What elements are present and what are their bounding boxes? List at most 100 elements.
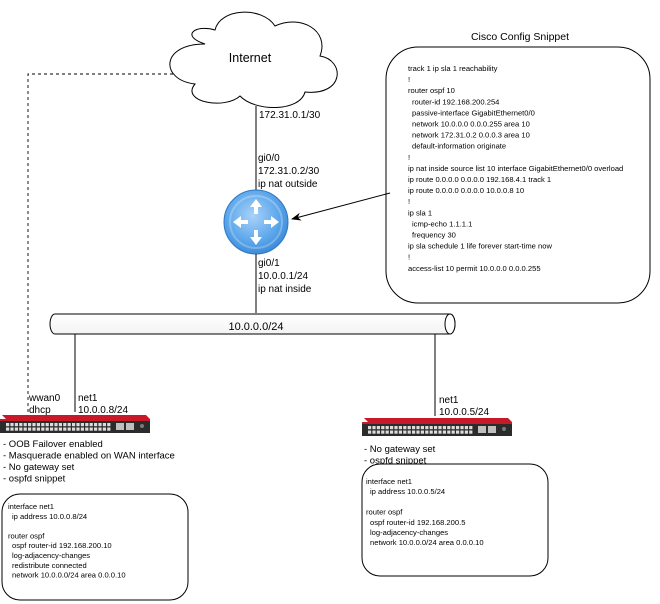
switch-port-icon: [451, 430, 455, 434]
cisco-config-line: !: [408, 75, 410, 84]
switch-port-icon: [381, 426, 385, 430]
right-snippet-line: network 10.0.0.0/24 area 0.0.0.10: [370, 538, 484, 547]
switch-port-icon: [80, 427, 84, 431]
switch-port-icon: [41, 423, 45, 427]
switch-port-icon: [460, 430, 464, 434]
left-console-server: [0, 415, 150, 433]
switch-port-icon: [368, 430, 372, 434]
switch-port-icon: [385, 426, 389, 430]
switch-port-icon: [94, 427, 98, 431]
switch-port-icon: [32, 427, 36, 431]
switch-port-icon: [425, 430, 429, 434]
switch-port-icon: [438, 426, 442, 430]
cisco-config-line: ip nat inside source list 10 interface G…: [408, 164, 623, 173]
switch-port-icon: [89, 423, 93, 427]
switch-port-icon: [394, 426, 398, 430]
cisco-config-line: track 1 ip sla 1 reachability: [408, 64, 498, 73]
switch-port-icon: [425, 426, 429, 430]
switch-port-icon: [14, 423, 18, 427]
switch-port-icon: [58, 423, 62, 427]
switch-port-icon: [398, 430, 402, 434]
cisco-config-line: frequency 30: [412, 231, 456, 240]
router-arrows-icon: [233, 199, 279, 245]
switch-port-icon: [447, 426, 451, 430]
right-net-labels: net1 10.0.0.5/24: [439, 395, 489, 418]
cisco-config-line: !: [408, 253, 410, 262]
cisco-config-line: icmp-echo 1.1.1.1: [412, 219, 472, 228]
switch-port-icon: [14, 427, 18, 431]
cisco-config-line: ip sla 1: [408, 208, 432, 217]
left-device-notes: - OOB Failover enabled- Masquerade enabl…: [3, 439, 175, 485]
switch-top-face: [2, 415, 150, 419]
switch-port-icon: [23, 427, 27, 431]
left-wwan-labels: wwan0 dhcp: [28, 393, 63, 416]
switch-port-icon: [54, 427, 58, 431]
switch-port-icon: [76, 427, 80, 431]
switch-port-icon: [398, 426, 402, 430]
router-outside-iface-labels: gi0/0 172.31.0.2/30 ip nat outside: [258, 153, 322, 190]
left-snippet-line: log-adjacency-changes: [12, 551, 90, 560]
cisco-config-line: passive-interface GigabitEthernet0/0: [412, 108, 535, 117]
left-snippet-line: network 10.0.0.0/24 area 0.0.0.10: [12, 571, 126, 580]
wwan-dashed-link: [27, 73, 173, 412]
switch-port-icon: [412, 430, 416, 434]
switch-led-icon: [502, 427, 506, 431]
left-note-line: - OOB Failover enabled: [3, 439, 103, 450]
switch-port-icon: [19, 423, 23, 427]
switch-port-icon: [429, 426, 433, 430]
switch-port-icon: [10, 427, 14, 431]
inside-iface-ip: 10.0.0.1/24: [258, 271, 308, 282]
inside-iface-nat: ip nat inside: [258, 284, 312, 295]
cisco-config-line: ip sla schedule 1 life forever start-tim…: [408, 242, 552, 251]
switch-port-icon: [45, 427, 49, 431]
right-snippet-line: router ospf: [366, 508, 403, 517]
switch-port-icon: [407, 430, 411, 434]
cisco-config-line: default-information originate: [412, 142, 506, 151]
switch-port-icon: [54, 423, 58, 427]
switch-port-icon: [434, 426, 438, 430]
left-note-line: - Masquerade enabled on WAN interface: [3, 451, 175, 462]
wwan-iface: wwan0: [28, 393, 61, 404]
switch-uplink-icon: [116, 423, 124, 430]
right-console-server: [362, 418, 512, 436]
switch-port-icon: [456, 426, 460, 430]
right-snippet-line: log-adjacency-changes: [370, 528, 448, 537]
router: [223, 189, 289, 255]
switch-port-icon: [50, 423, 54, 427]
left-snippet-box: [1, 493, 189, 601]
switch-port-icon: [28, 423, 32, 427]
switch-port-icon: [72, 423, 76, 427]
switch-port-icon: [10, 423, 14, 427]
right-snippet-box: [361, 463, 549, 577]
outside-iface-name: gi0/0: [258, 153, 280, 164]
switch-bezel: [362, 422, 512, 424]
switch-port-icon: [416, 426, 420, 430]
cisco-config-box: [385, 46, 651, 304]
switch-port-icon: [451, 426, 455, 430]
switch-port-icon: [23, 423, 27, 427]
switch-port-icon: [390, 430, 394, 434]
switch-port-icon: [36, 423, 40, 427]
cisco-config-line: router ospf 10: [408, 86, 455, 95]
switch-port-icon: [390, 426, 394, 430]
switch-port-icon: [394, 430, 398, 434]
switch-port-icon: [76, 423, 80, 427]
cloud-label: Internet: [229, 51, 272, 65]
switch-uplink-icon: [488, 426, 496, 433]
cisco-config-title: Cisco Config Snippet: [471, 31, 569, 43]
switch-port-icon: [63, 423, 67, 427]
switch-port-icon: [6, 427, 10, 431]
right-note-line: - No gateway set: [364, 444, 436, 455]
switch-port-icon: [412, 426, 416, 430]
left-snippet-line: interface net1: [8, 502, 54, 511]
switch-port-icon: [89, 427, 93, 431]
upstream-link-label: 172.31.0.1/30: [259, 110, 321, 121]
switch-port-icon: [19, 427, 23, 431]
left-snippet-line: ospf router-id 192.168.200.10: [12, 541, 112, 550]
switch-port-icon: [464, 430, 468, 434]
switch-port-icon: [442, 426, 446, 430]
switch-port-icon: [376, 430, 380, 434]
